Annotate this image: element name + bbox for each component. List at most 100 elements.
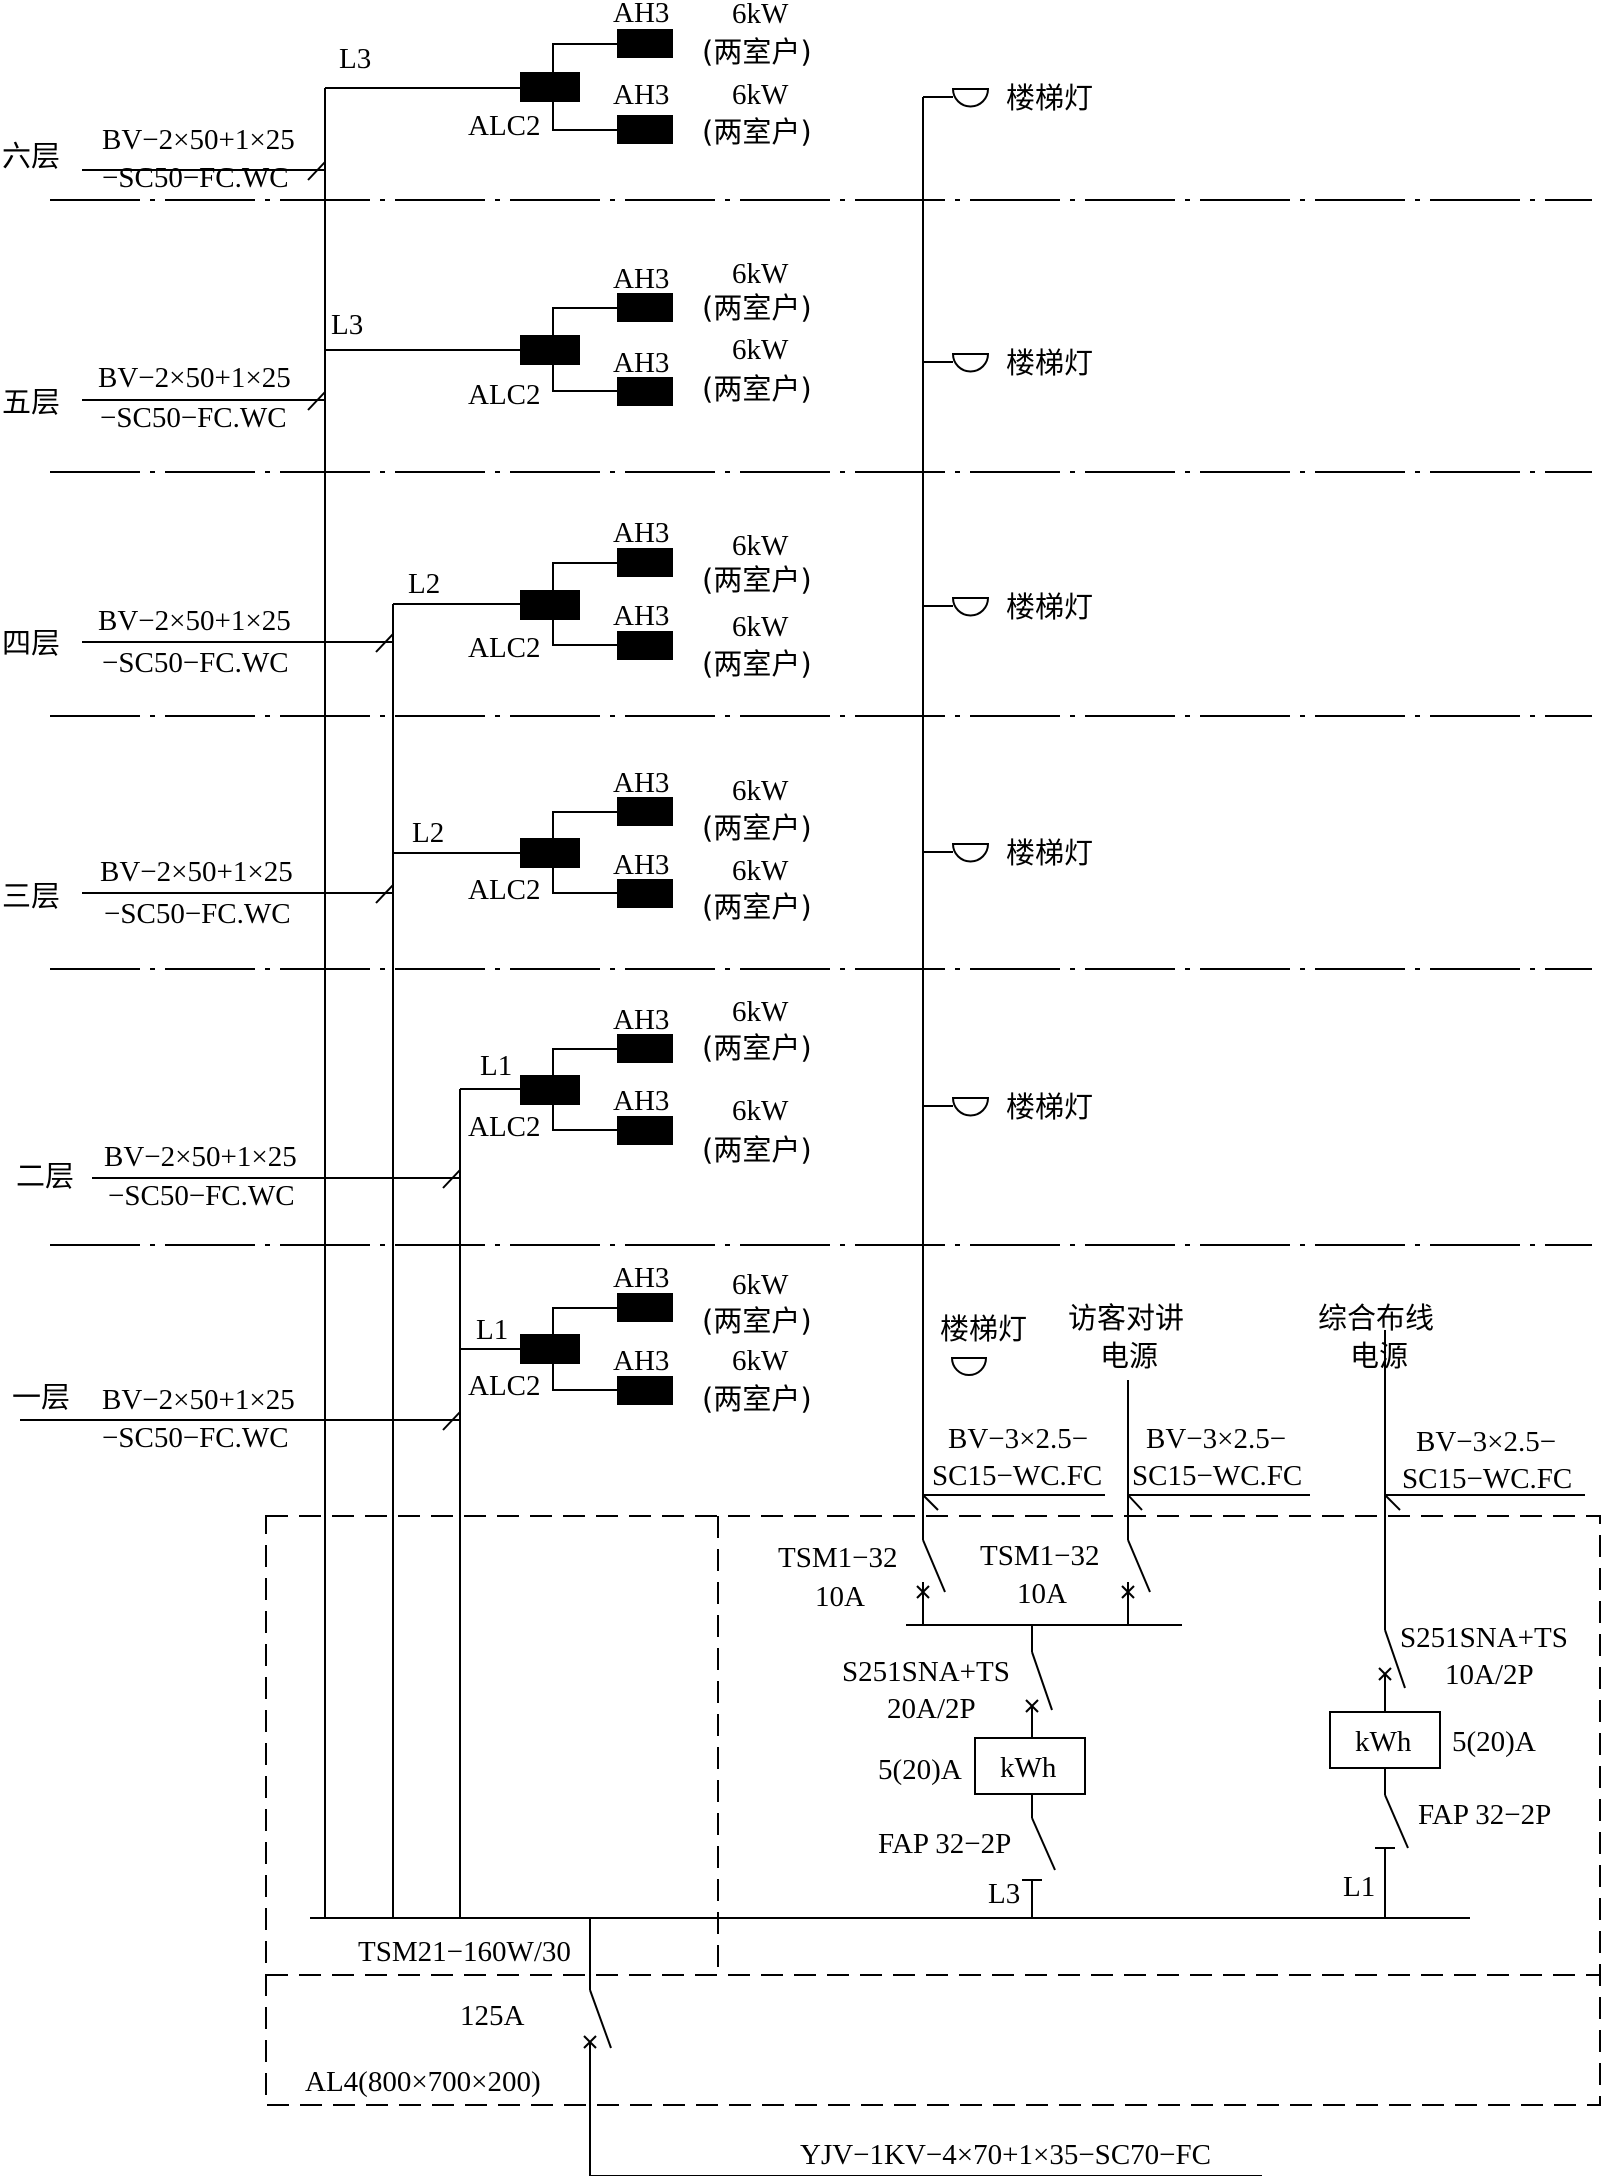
phase-right: L1 <box>1343 1871 1375 1903</box>
households-label: (两室户) <box>702 291 812 325</box>
floor-6-load-group: ALC2 AH3 AH3 6kW (两室户) 6kW (两室户) <box>325 0 812 149</box>
floor-label-4: 四层 <box>2 626 60 660</box>
intercom-title: 访客对讲 <box>1068 1301 1184 1335</box>
floor-label-3: 三层 <box>2 879 60 913</box>
ah3-box <box>617 879 673 908</box>
stair-light-label: 楼梯灯 <box>1006 590 1093 624</box>
households-label: (两室户) <box>702 115 812 149</box>
main-breaker <box>583 1918 1262 2176</box>
power-label: 6kW <box>732 0 789 30</box>
ah3-box <box>617 797 673 826</box>
feeder-cable-label: BV−2×50+1×25 <box>100 856 293 888</box>
meter-right-rating: 5(20)A <box>1452 1726 1536 1758</box>
feeder-cable-label: −SC50−FC.WC <box>108 1180 295 1212</box>
floor-2-load-group: ALC2 AH3 AH3 6kW (两室户) 6kW (两室户) <box>460 996 812 1167</box>
power-label: 6kW <box>732 79 789 111</box>
stair-light-icon <box>951 1097 990 1117</box>
alc2-box <box>520 1334 580 1364</box>
main-switch-model: TSM21−160W/30 <box>358 1936 571 1968</box>
incoming-cable: YJV−1KV−4×70+1×35−SC70−FC <box>800 2139 1211 2171</box>
feeder-cable-label: BV−2×50+1×25 <box>98 362 291 394</box>
feeder-cable-label: −SC50−FC.WC <box>104 898 291 930</box>
kwh-label: kWh <box>1000 1752 1057 1784</box>
intercom-cable-label-2: SC15−WC.FC <box>1132 1460 1302 1492</box>
riser-phase-label: L3 <box>339 43 371 75</box>
alc2-label: ALC2 <box>468 110 541 142</box>
stair-light-label: 楼梯灯 <box>1006 836 1093 870</box>
left-outgoing-breakers: kWh <box>906 1495 1182 1918</box>
riser-phase-label: L2 <box>412 817 444 849</box>
cabling-cable-label-2: SC15−WC.FC <box>1402 1463 1572 1495</box>
stair-light-icon <box>951 88 990 108</box>
tsm1-left-model: TSM1−32 <box>778 1542 897 1574</box>
feeder-cable-label: −SC50−FC.WC <box>102 1422 289 1454</box>
ah3-label: AH3 <box>613 263 669 295</box>
feeder-cable-label: BV−2×50+1×25 <box>102 124 295 156</box>
stair-light-icon <box>951 597 990 617</box>
ah3-label: AH3 <box>613 849 669 881</box>
stair-light-icon <box>950 1357 988 1376</box>
ah3-box <box>617 548 673 577</box>
stair-light-label: 楼梯灯 <box>940 1312 1027 1346</box>
ah3-label: AH3 <box>613 79 669 111</box>
s251-right-model: S251SNA+TS <box>1400 1622 1568 1654</box>
floor-3-load-group: ALC2 AH3 AH3 6kW (两室户) 6kW (两室户) <box>393 767 812 924</box>
ah3-box <box>617 377 673 406</box>
stair-lights: 楼梯灯 楼梯灯 楼梯灯 楼梯灯 楼梯灯 楼梯灯 <box>923 81 1093 1376</box>
power-label: 6kW <box>732 996 789 1028</box>
power-label: 6kW <box>732 1269 789 1301</box>
power-label: 6kW <box>732 1345 789 1377</box>
feeder-cable-label: −SC50−FC.WC <box>100 402 287 434</box>
main-switch-rating: 125A <box>460 2000 525 2032</box>
stair-light-label: 楼梯灯 <box>1006 81 1093 115</box>
tsm1-right-rating: 10A <box>1017 1578 1067 1610</box>
alc2-box <box>520 838 580 868</box>
ah3-label: AH3 <box>613 767 669 799</box>
kwh-meter-left <box>974 1737 1086 1795</box>
ah3-box <box>617 1034 673 1063</box>
intercom-title-2: 电源 <box>1100 1339 1158 1373</box>
households-label: (两室户) <box>702 647 812 681</box>
households-label: (两室户) <box>702 1031 812 1065</box>
box-name: AL4(800×700×200) <box>305 2066 541 2098</box>
riser-phase-label: L1 <box>480 1050 512 1082</box>
riser-phase-label: L3 <box>331 309 363 341</box>
ah3-box <box>617 1116 673 1145</box>
households-label: (两室户) <box>702 35 812 69</box>
alc2-box <box>520 72 580 102</box>
stair-cable-label-2: SC15−WC.FC <box>932 1460 1102 1492</box>
tsm1-left-rating: 10A <box>815 1581 865 1613</box>
households-label: (两室户) <box>702 890 812 924</box>
floor-separators <box>50 199 1592 1246</box>
distribution-box <box>265 1515 1601 2106</box>
power-label: 6kW <box>732 1095 789 1127</box>
feeder-cable-label: BV−2×50+1×25 <box>102 1384 295 1416</box>
ah3-box <box>617 631 673 660</box>
riser-phase-label: L1 <box>476 1314 508 1346</box>
feeder-cable-label: −SC50−FC.WC <box>102 647 289 679</box>
alc2-label: ALC2 <box>468 874 541 906</box>
floor-label-1: 一层 <box>12 1380 70 1414</box>
right-outgoing-breakers: kWh <box>1329 1495 1441 1918</box>
feeder-tick <box>375 633 394 653</box>
kwh-label: kWh <box>1355 1726 1412 1758</box>
box-outline <box>265 1515 1601 2106</box>
s251-left-model: S251SNA+TS <box>842 1656 1010 1688</box>
ah3-label: AH3 <box>613 1004 669 1036</box>
floor-5-load-group: ALC2 AH3 AH3 6kW (两室户) 6kW (两室户) <box>325 258 812 411</box>
floor-1-load-group: ALC2 AH3 AH3 6kW (两室户) 6kW (两室户) <box>460 1262 812 1416</box>
fap-right: FAP 32−2P <box>1418 1799 1551 1831</box>
alc2-box <box>520 590 580 620</box>
alc2-box <box>520 335 580 365</box>
tsm1-right-model: TSM1−32 <box>980 1540 1099 1572</box>
ah3-box <box>617 1293 673 1322</box>
stair-light-icon <box>951 353 990 373</box>
feeder-tick <box>307 161 326 181</box>
households-label: (两室户) <box>702 372 812 406</box>
ah3-label: AH3 <box>613 1262 669 1294</box>
s251-left-rating: 20A/2P <box>887 1693 976 1725</box>
alc2-label: ALC2 <box>468 1111 541 1143</box>
power-label: 6kW <box>732 530 789 562</box>
households-label: (两室户) <box>702 1304 812 1338</box>
